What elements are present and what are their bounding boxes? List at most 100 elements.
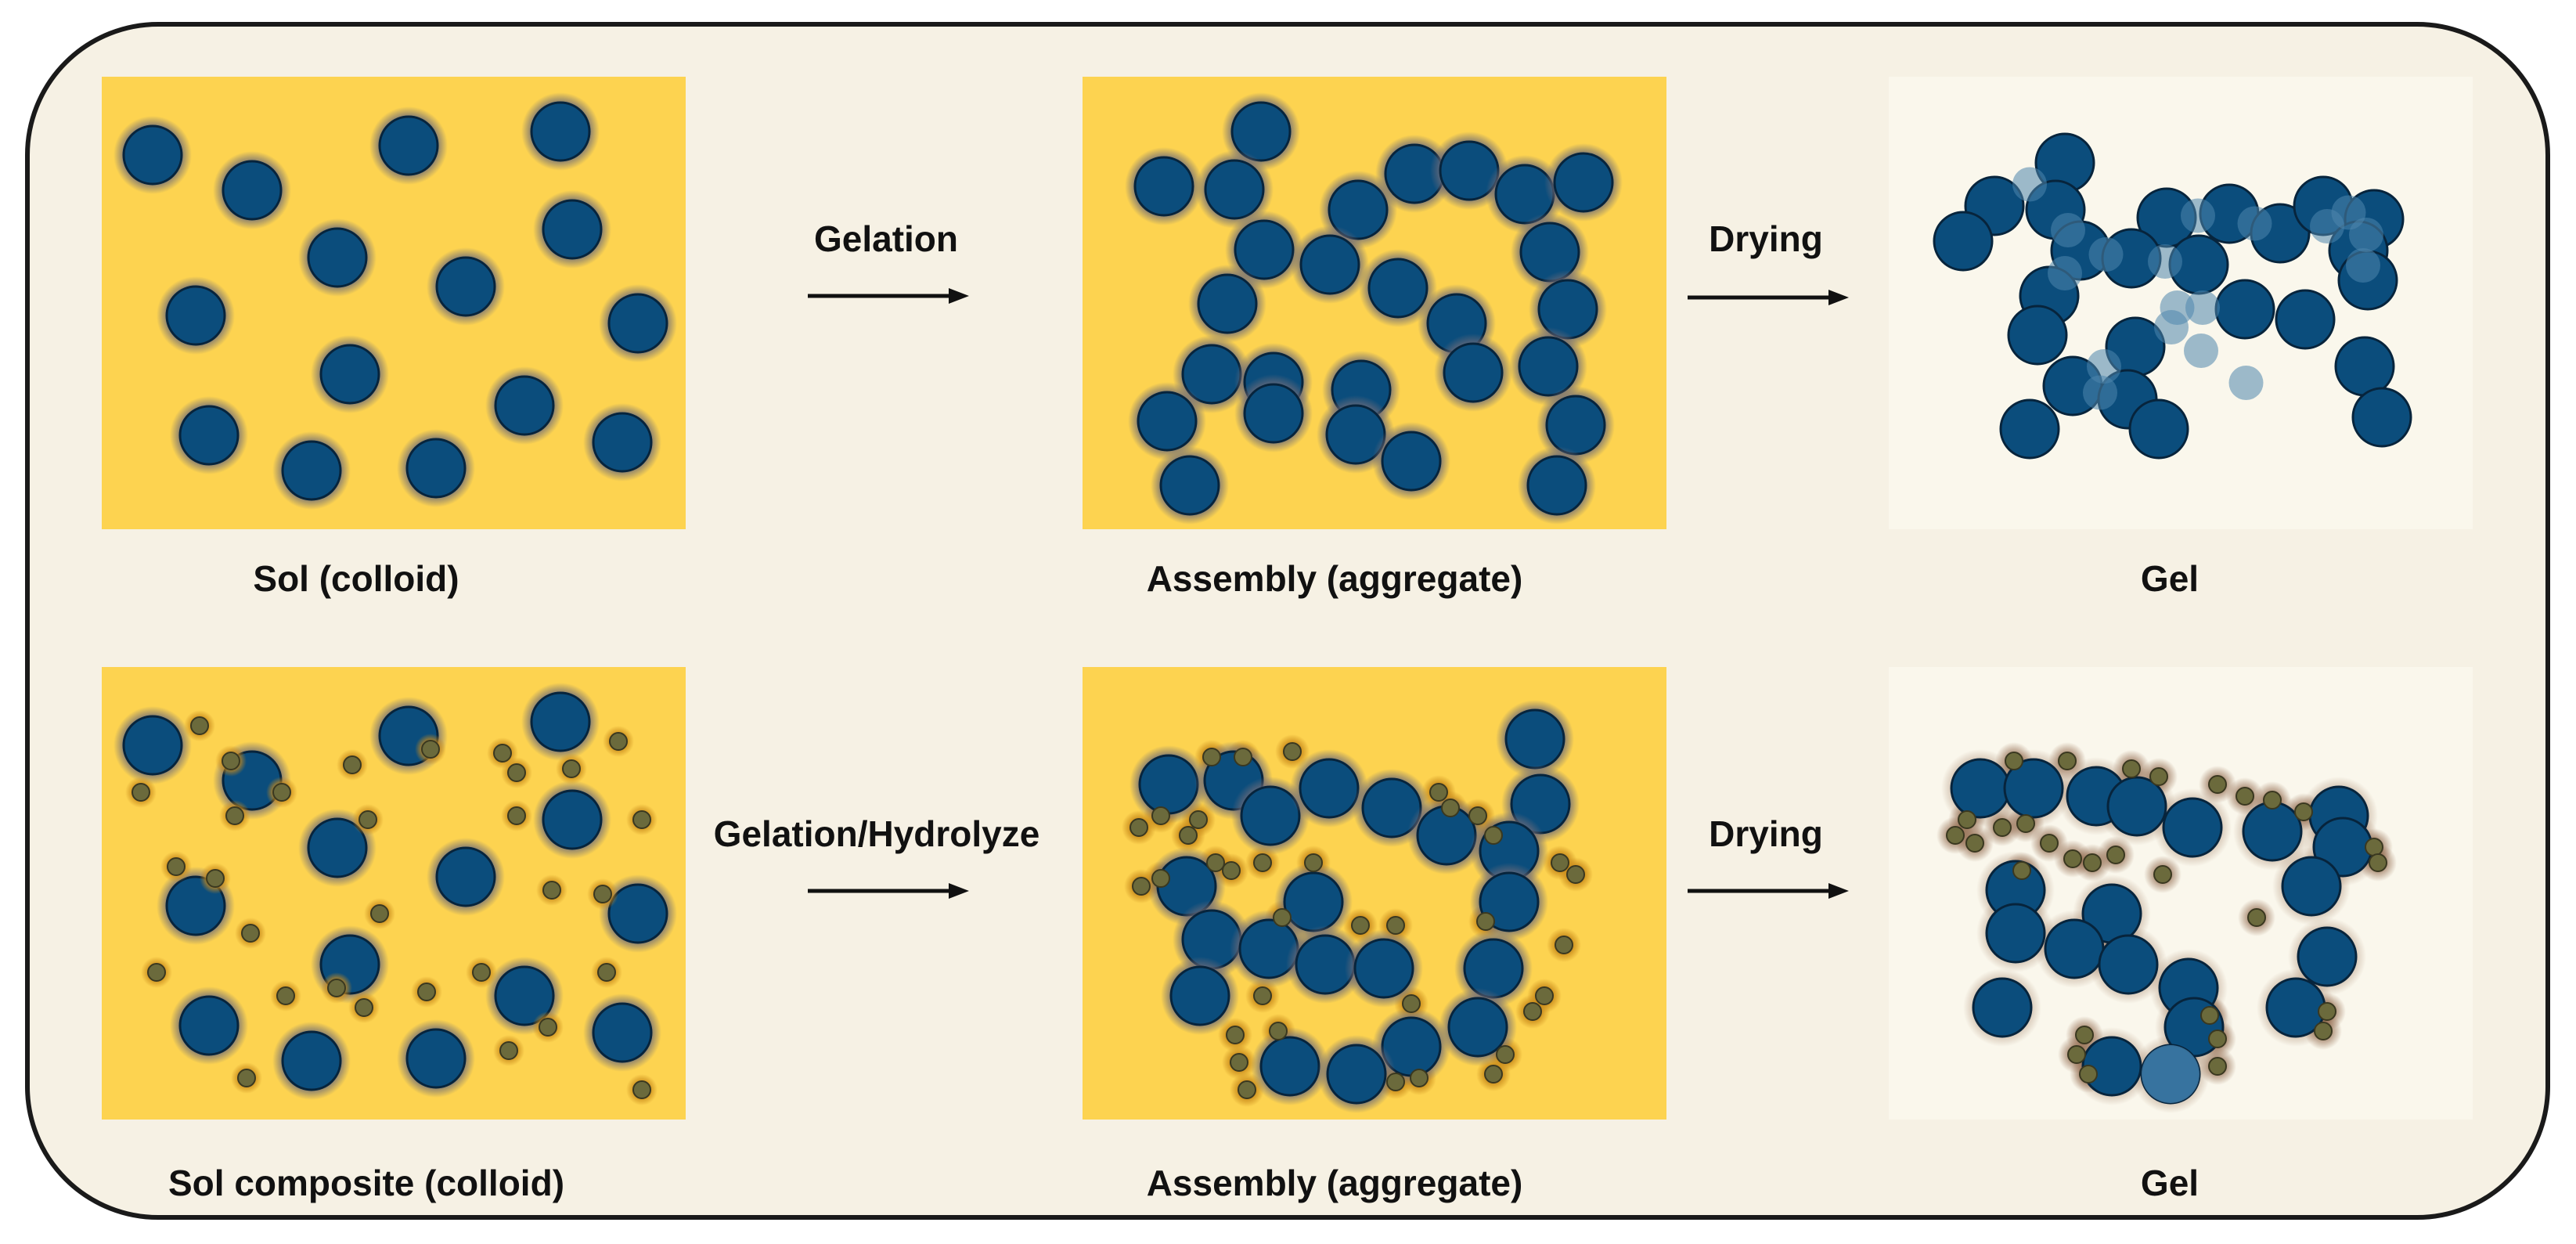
small-particle [1993, 818, 2012, 837]
gel-composite-panel [1889, 667, 2473, 1120]
particle [1299, 758, 1360, 819]
small-particle [1351, 916, 1370, 935]
small-particle [2369, 853, 2387, 872]
sol-composite-label: Sol composite (colloid) [168, 1163, 565, 1203]
small-particle [499, 1041, 518, 1060]
particle [165, 285, 226, 346]
small-particle [2122, 759, 2141, 778]
small-particle [2153, 865, 2172, 884]
small-particle [593, 885, 612, 903]
particle [1240, 785, 1301, 846]
particle [592, 412, 653, 473]
small-particle [1523, 1002, 1542, 1021]
particle [2297, 926, 2358, 987]
gelation-hydrolyze-arrow [808, 882, 972, 900]
particle [2142, 1045, 2200, 1103]
small-particle [2083, 853, 2102, 872]
particle [122, 715, 183, 776]
gelation-arrow [808, 287, 972, 305]
particle [281, 440, 342, 501]
particle [307, 227, 368, 288]
small-particle [2040, 834, 2059, 853]
assembly-composite-panel [1083, 667, 1666, 1120]
small-particle [1484, 1065, 1503, 1084]
particle [1326, 1044, 1387, 1105]
particle [1999, 398, 2060, 460]
small-particle [1179, 826, 1198, 845]
drying-arrow [1688, 288, 1852, 307]
small-particle [1151, 806, 1170, 825]
small-particle [472, 963, 491, 982]
gel-panel [1889, 77, 2473, 529]
small-particle [1484, 826, 1503, 845]
assembly-panel [1083, 77, 1666, 529]
particle [1137, 391, 1198, 452]
small-particle [493, 744, 512, 763]
particle [319, 344, 380, 405]
particle [530, 101, 591, 162]
particle [494, 375, 555, 436]
particle [607, 293, 668, 354]
small-particle [1273, 908, 1292, 927]
small-particle [2012, 861, 2031, 880]
small-particle [225, 806, 244, 825]
small-particle [1304, 853, 1323, 872]
small-particle [1202, 748, 1221, 766]
particle [2106, 776, 2167, 837]
particle [1545, 395, 1606, 456]
assembly-composite-label: Assembly (aggregate) [1146, 1163, 1523, 1203]
particle [1447, 997, 1508, 1058]
particle [542, 789, 603, 850]
particle [2162, 797, 2223, 858]
small-particle [1496, 1045, 1515, 1064]
small-particle [206, 869, 225, 888]
particle [2281, 856, 2342, 917]
particle [1933, 211, 1994, 272]
particle [1367, 258, 1429, 319]
small-particle [2075, 1026, 2094, 1044]
small-particle [1555, 936, 1573, 954]
assembly-label: Assembly (aggregate) [1146, 558, 1523, 599]
small-particle [1468, 806, 1487, 825]
particle [1133, 156, 1194, 217]
small-particle [2318, 1002, 2336, 1021]
particle [1243, 383, 1304, 444]
particle [405, 1028, 467, 1089]
particle [494, 965, 555, 1026]
small-particle [417, 983, 436, 1001]
small-particle [562, 759, 581, 778]
small-particle [343, 755, 362, 774]
small-particle [327, 979, 346, 997]
small-particle [2063, 849, 2082, 868]
small-particle [2200, 1006, 2219, 1025]
small-particle [2208, 1057, 2227, 1076]
small-particle [2067, 1045, 2086, 1064]
small-particle [147, 963, 166, 982]
particle [178, 405, 240, 466]
particle [2128, 398, 2189, 460]
small-particle [1535, 986, 1554, 1005]
particle [1259, 1036, 1320, 1097]
particle [1204, 159, 1265, 220]
particle [1234, 219, 1295, 280]
small-particle [1965, 834, 1984, 853]
small-particle [1386, 916, 1405, 935]
small-particle [2365, 838, 2383, 856]
small-particle [1551, 853, 1569, 872]
small-particle [2294, 802, 2313, 821]
small-particle [2236, 787, 2254, 806]
small-particle [421, 740, 440, 759]
particle [2007, 305, 2068, 366]
particle [1197, 273, 1258, 334]
particle [435, 256, 496, 317]
particle [607, 883, 668, 944]
particle [281, 1030, 342, 1091]
small-particle [241, 924, 260, 943]
small-particle [1132, 877, 1151, 896]
small-particle [355, 998, 373, 1017]
particle [1972, 977, 2033, 1038]
small-particle [2016, 814, 2035, 833]
small-particle [1386, 1073, 1405, 1091]
particle [1299, 234, 1360, 295]
small-particle [1230, 1053, 1248, 1072]
